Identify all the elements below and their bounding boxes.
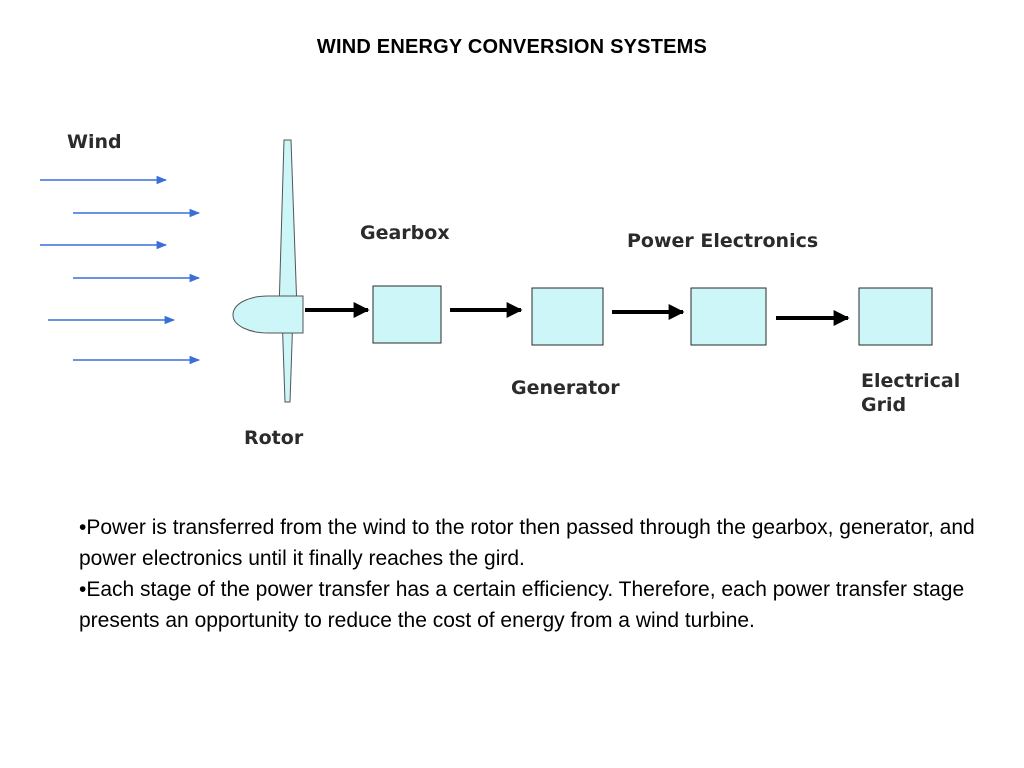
bullet-item: •Power is transferred from the wind to t… bbox=[79, 516, 975, 570]
bullet-item: •Each stage of the power transfer has a … bbox=[79, 578, 965, 632]
rotor-label: Rotor bbox=[244, 427, 304, 449]
wind-arrows bbox=[40, 175, 201, 365]
flow-arrows bbox=[305, 302, 850, 326]
page-title: WIND ENERGY CONVERSION SYSTEMS bbox=[316, 36, 708, 58]
electrical-grid-box bbox=[858, 287, 933, 346]
rotor-graphic bbox=[232, 139, 304, 403]
rotor-hub bbox=[232, 295, 304, 334]
rotor-blade-top bbox=[278, 139, 298, 311]
electrical-grid-label: Electrical Grid bbox=[861, 370, 961, 416]
wind-label: Wind bbox=[67, 131, 122, 153]
diagram-graphic bbox=[40, 139, 933, 403]
gearbox-box bbox=[372, 285, 442, 344]
power-electronics-box bbox=[690, 287, 767, 346]
gearbox-label: Gearbox bbox=[360, 222, 450, 244]
bullet-list: •Power is transferred from the wind to t… bbox=[79, 512, 979, 636]
generator-box bbox=[531, 287, 604, 346]
wind-energy-diagram: Wind Gearbox Power Electronics Generator… bbox=[40, 131, 961, 449]
power-electronics-label: Power Electronics bbox=[627, 230, 819, 252]
generator-label: Generator bbox=[511, 377, 620, 399]
